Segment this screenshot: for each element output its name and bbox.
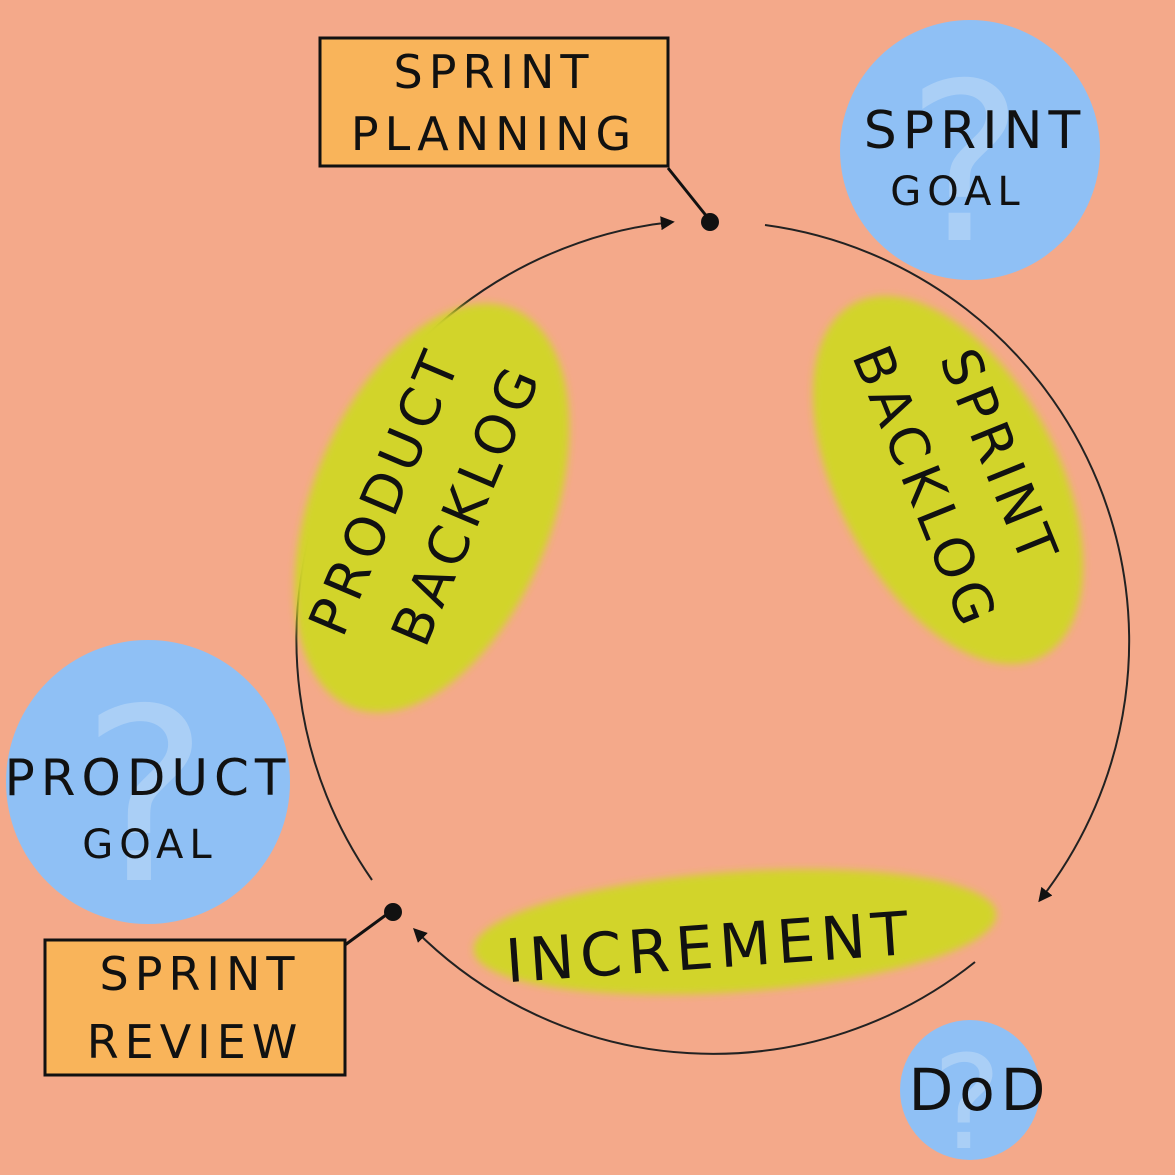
arc-increment-to-review bbox=[413, 928, 976, 1055]
sprint-review-event: SPRINT REVIEW bbox=[43, 903, 402, 1077]
product-goal-commitment: ? PRODUCT GOAL bbox=[5, 640, 292, 937]
arc-planning-to-increment bbox=[764, 224, 1131, 903]
product-goal-line2: GOAL bbox=[82, 822, 217, 868]
dod-label: DoD bbox=[909, 1056, 1052, 1124]
sprint-planning-line2: PLANNING bbox=[351, 107, 637, 161]
sprint-review-line2: REVIEW bbox=[87, 1015, 304, 1069]
question-mark-icon: ? bbox=[933, 1027, 1002, 1175]
sprint-review-line1: SPRINT bbox=[100, 947, 301, 1001]
increment-artifact: INCREMENT bbox=[473, 869, 997, 997]
product-backlog-highlight bbox=[294, 303, 570, 713]
sprint-review-box bbox=[43, 938, 347, 1077]
sprint-planning-pointer bbox=[666, 167, 710, 219]
increment-highlight bbox=[473, 869, 997, 995]
question-mark-icon: ? bbox=[907, 36, 1024, 292]
sprint-planning-event: SPRINT PLANNING bbox=[318, 36, 719, 231]
sprint-backlog-highlight bbox=[812, 296, 1084, 664]
sprint-planning-line1: SPRINT bbox=[394, 45, 595, 99]
product-goal-circle bbox=[6, 640, 290, 924]
sprint-goal-commitment: ? SPRINT GOAL bbox=[840, 20, 1100, 292]
sprint-planning-dot bbox=[701, 213, 719, 231]
sprint-review-pointer bbox=[344, 910, 391, 947]
dod-circle bbox=[900, 1020, 1040, 1160]
question-mark-icon: ? bbox=[81, 657, 208, 937]
sprint-goal-line2: GOAL bbox=[890, 169, 1025, 215]
product-goal-line1: PRODUCT bbox=[5, 749, 292, 807]
sprint-goal-line1: SPRINT bbox=[864, 101, 1087, 161]
sprint-backlog-artifact: SPRINT BACKLOG bbox=[812, 296, 1084, 664]
sprint-goal-circle bbox=[840, 20, 1100, 280]
sprint-review-dot bbox=[384, 903, 402, 921]
dod-commitment: ? DoD bbox=[900, 1020, 1052, 1175]
sprint-planning-box bbox=[318, 36, 670, 168]
